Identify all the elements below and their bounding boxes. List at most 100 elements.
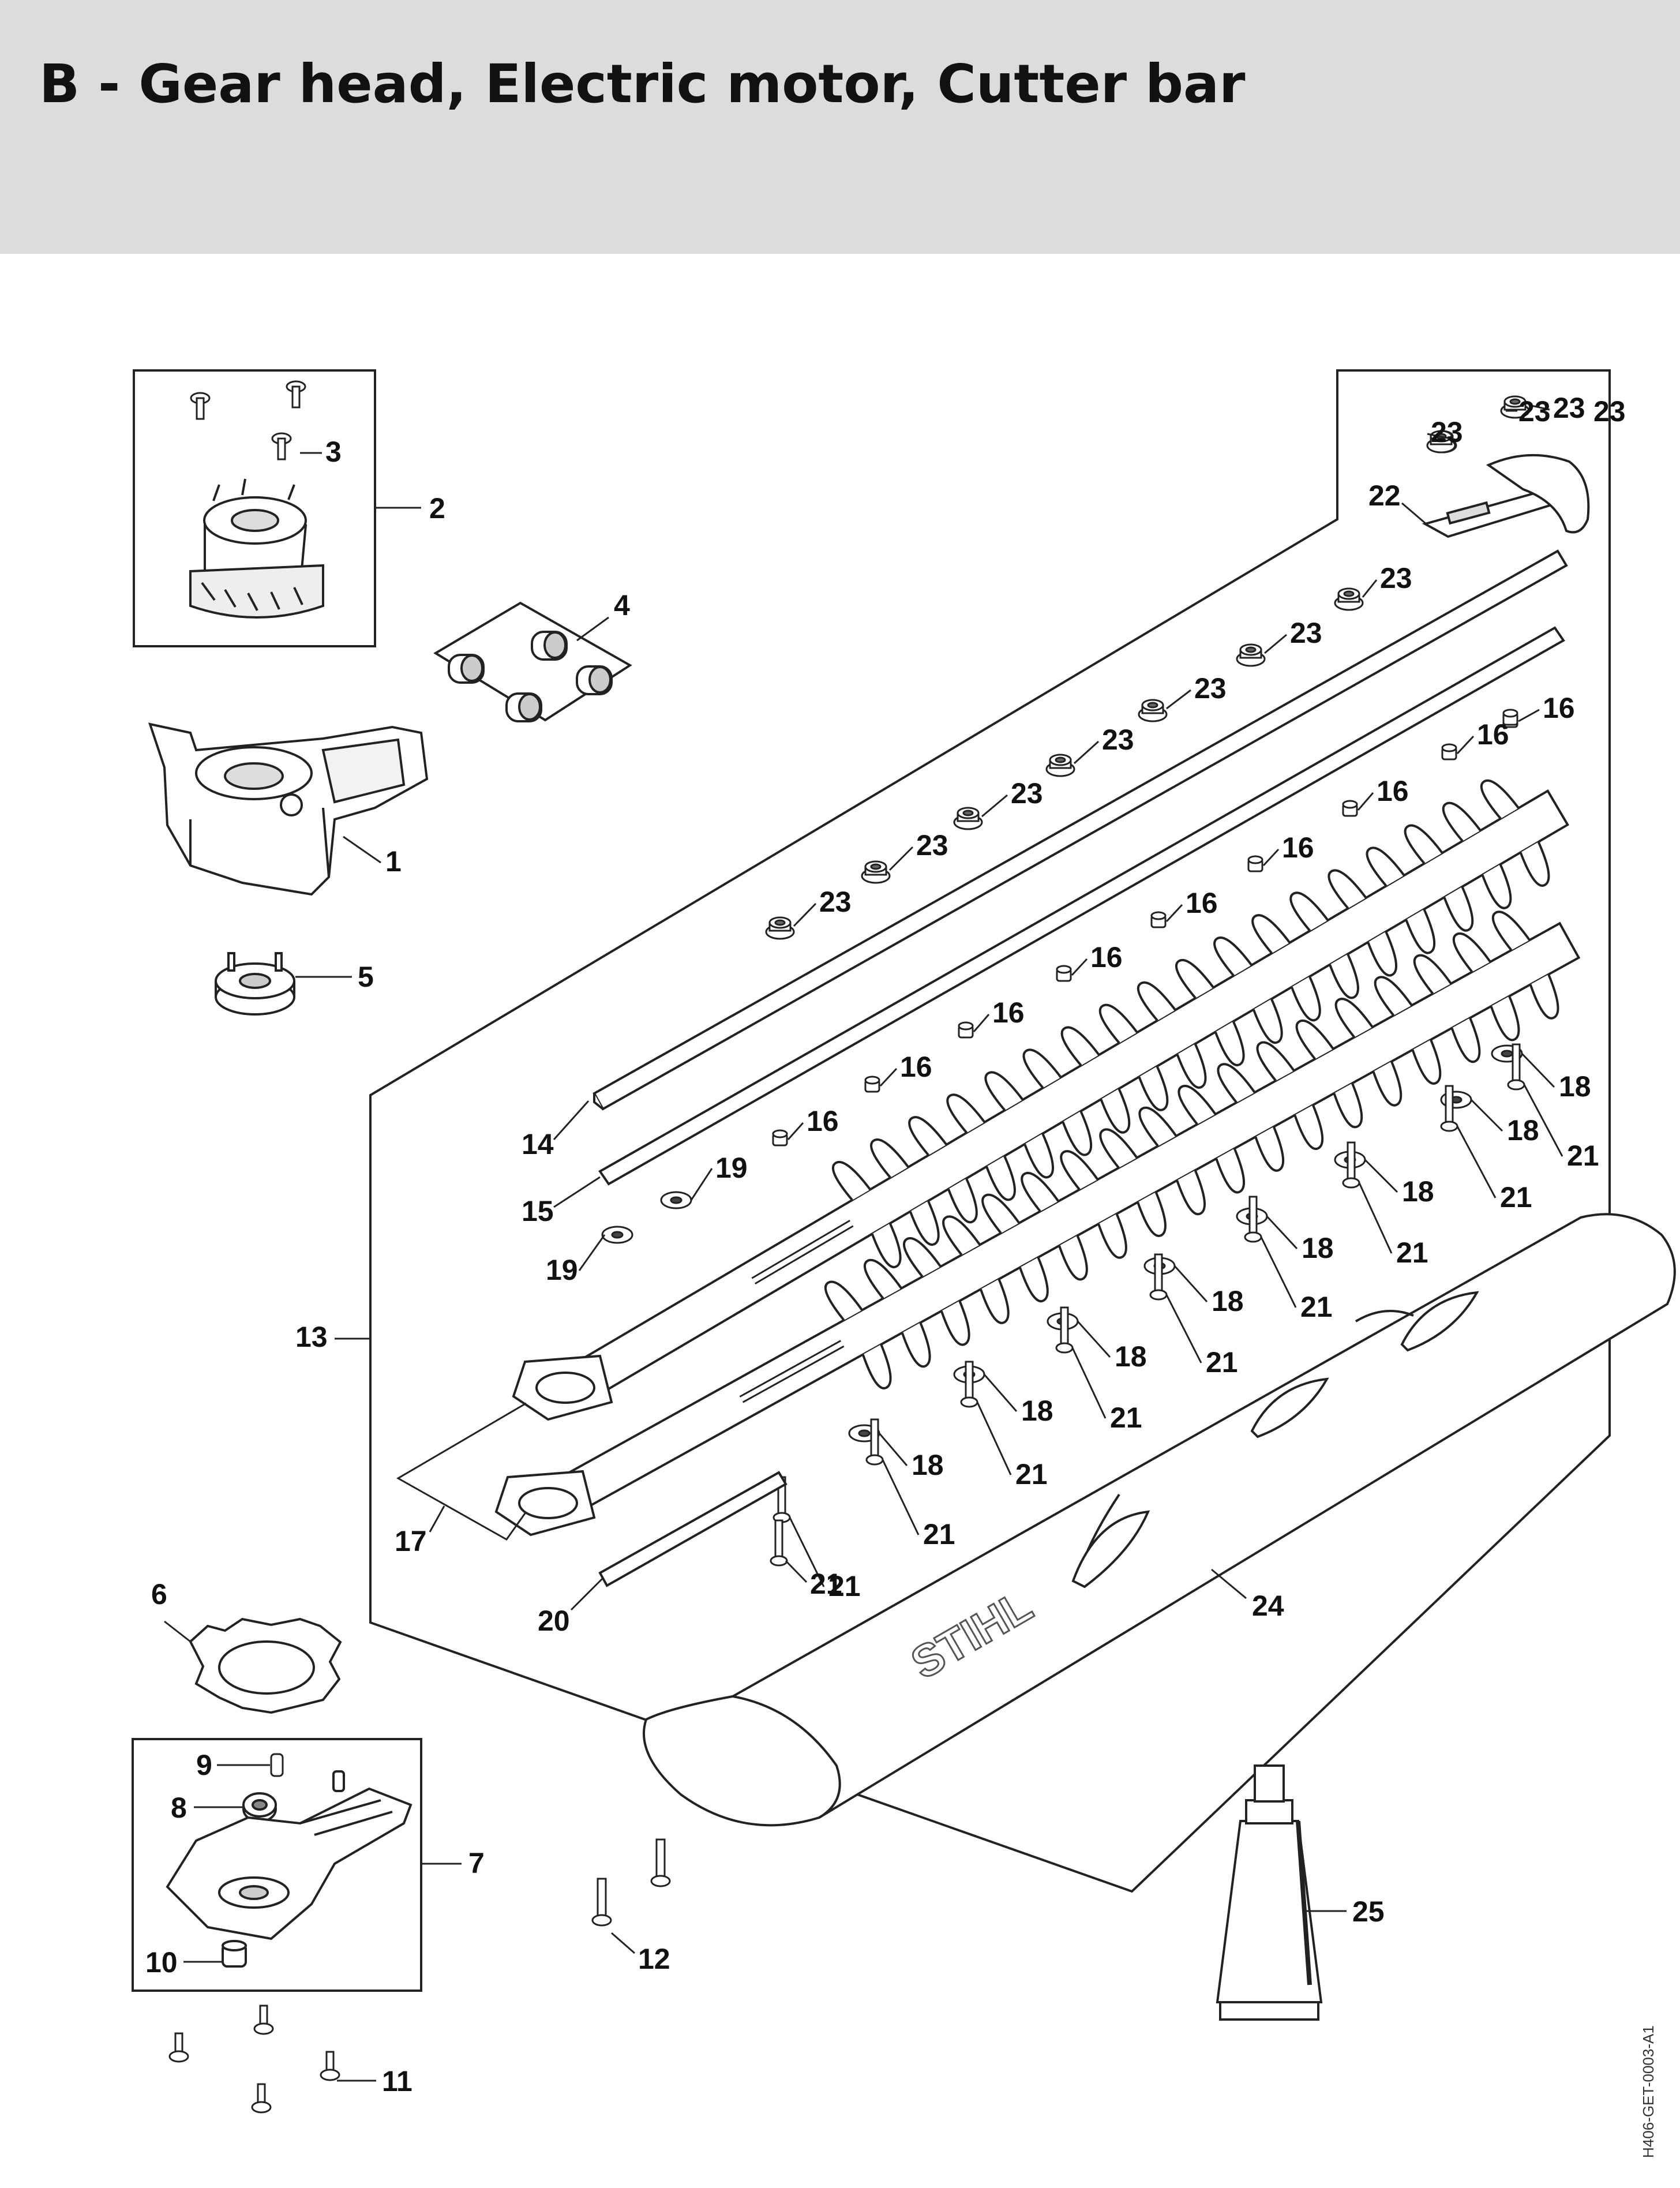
leader-line-23	[1166, 689, 1191, 710]
grease-tube-drawing	[1216, 1764, 1323, 2021]
callout-21: 21	[1206, 1346, 1238, 1378]
leader-line-24	[1211, 1568, 1247, 1599]
callout-16: 16	[992, 996, 1025, 1029]
callout-23: 23	[1431, 416, 1463, 448]
callout-23: 23	[1011, 777, 1043, 810]
leader-line-18	[1077, 1320, 1111, 1358]
gear-cover-drawing	[166, 1770, 412, 1940]
callout-2: 2	[429, 492, 445, 524]
leader-line-18	[1364, 1159, 1398, 1193]
callout-23: 23	[1102, 724, 1134, 756]
callout-7: 7	[468, 1847, 485, 1879]
header-band	[0, 0, 1680, 254]
leader-line-17	[429, 1505, 445, 1533]
leader-line-14	[553, 1100, 590, 1141]
callout-23: 23	[916, 829, 948, 861]
callout-16: 16	[1543, 692, 1575, 724]
leader-line-23	[1264, 634, 1287, 654]
callout-11: 11	[382, 2065, 412, 2097]
callout-19: 19	[546, 1254, 578, 1286]
callout-17: 17	[395, 1525, 427, 1557]
motor-screw-3c	[271, 432, 292, 460]
leader-line-21	[1260, 1237, 1297, 1308]
leader-line-16	[1518, 709, 1540, 722]
callout-23: 23	[1290, 617, 1322, 649]
scabbard-drawing: STIHL	[643, 1213, 1676, 1827]
callout-16: 16	[1090, 941, 1123, 973]
callout-23: 23	[819, 886, 852, 918]
leader-line-16	[1357, 792, 1374, 811]
callout-16: 16	[1186, 887, 1218, 919]
strip-drawing	[598, 1471, 787, 1587]
callout-5: 5	[358, 961, 374, 993]
screw-21-3	[1055, 1306, 1074, 1354]
ball-bearing-drawing	[242, 1792, 277, 1823]
callout-19: 19	[715, 1152, 748, 1184]
gasket-drawing	[189, 1617, 342, 1714]
sleeve-16-1	[864, 1076, 880, 1093]
callout-18: 18	[1021, 1395, 1053, 1427]
screw-21-strip	[770, 1519, 788, 1567]
screw-21-5	[1244, 1196, 1262, 1243]
leader-line-21	[1358, 1182, 1393, 1254]
callout-23: 23	[1518, 395, 1551, 428]
leader-line-16	[1071, 958, 1088, 976]
leader-line-6	[164, 1620, 191, 1643]
screw-21-6	[1342, 1141, 1360, 1189]
leader-line-16	[1262, 848, 1280, 867]
blades-bracket-line	[396, 1402, 527, 1541]
leader-line-23	[1427, 433, 1457, 441]
callout-10: 10	[145, 1946, 178, 1979]
screw-21-7	[1440, 1085, 1458, 1132]
callout-4: 4	[614, 589, 630, 621]
leader-line-18	[1521, 1052, 1555, 1088]
callout-13: 13	[295, 1321, 328, 1353]
nut-23-6	[1334, 587, 1364, 611]
callout-24: 24	[1252, 1590, 1284, 1622]
callout-21: 21	[1396, 1237, 1428, 1269]
leader-line-12	[611, 1932, 635, 1954]
leader-line-23	[981, 794, 1008, 818]
leader-line-16	[973, 1014, 990, 1032]
leader-line-23	[1073, 740, 1100, 765]
callout-18: 18	[1302, 1232, 1334, 1264]
nut-23-0	[765, 916, 795, 940]
callout-9: 9	[196, 1749, 212, 1781]
callout-15: 15	[522, 1195, 554, 1227]
sleeve-19-0	[601, 1226, 633, 1244]
leader-line-20	[570, 1577, 604, 1611]
sleeve-16-5	[1247, 855, 1263, 872]
callout-23: 23	[1194, 672, 1227, 705]
leader-line-23	[1362, 579, 1378, 598]
callout-21: 21	[810, 1568, 842, 1600]
leader-line-21	[785, 1560, 808, 1583]
callout-23: 23	[1380, 562, 1412, 594]
callout-25: 25	[1352, 1895, 1385, 1928]
callout-21: 21	[1110, 1402, 1142, 1434]
leader-line-21	[1165, 1294, 1202, 1363]
leader-line-21	[1523, 1084, 1563, 1157]
callout-18: 18	[1559, 1070, 1591, 1103]
leader-line-1	[343, 836, 381, 864]
callout-23: 23	[1593, 395, 1626, 428]
leader-line-23	[888, 846, 914, 871]
callout-21: 21	[1567, 1140, 1599, 1172]
leader-line-18	[878, 1433, 908, 1466]
sleeve-16-9	[1502, 709, 1518, 726]
nut-23-4	[1138, 699, 1168, 722]
callout-layer: 2323232323232323231616161616161616161919…	[145, 392, 1626, 2097]
callout-18: 18	[1212, 1285, 1244, 1317]
callout-18: 18	[1507, 1114, 1539, 1147]
leader-line-21	[789, 1517, 825, 1587]
guide-rail-drawing	[592, 549, 1568, 1111]
electric-motor-drawing	[189, 478, 324, 619]
sleeve-16-2	[958, 1021, 974, 1039]
sleeve-16-7	[1441, 743, 1457, 760]
callout-6: 6	[151, 1578, 167, 1610]
callout-18: 18	[1115, 1340, 1147, 1373]
small-parts-layer	[601, 395, 1530, 1567]
callout-18: 18	[912, 1449, 944, 1481]
motor-detail-frame	[133, 369, 376, 647]
callout-21: 21	[1500, 1181, 1532, 1213]
